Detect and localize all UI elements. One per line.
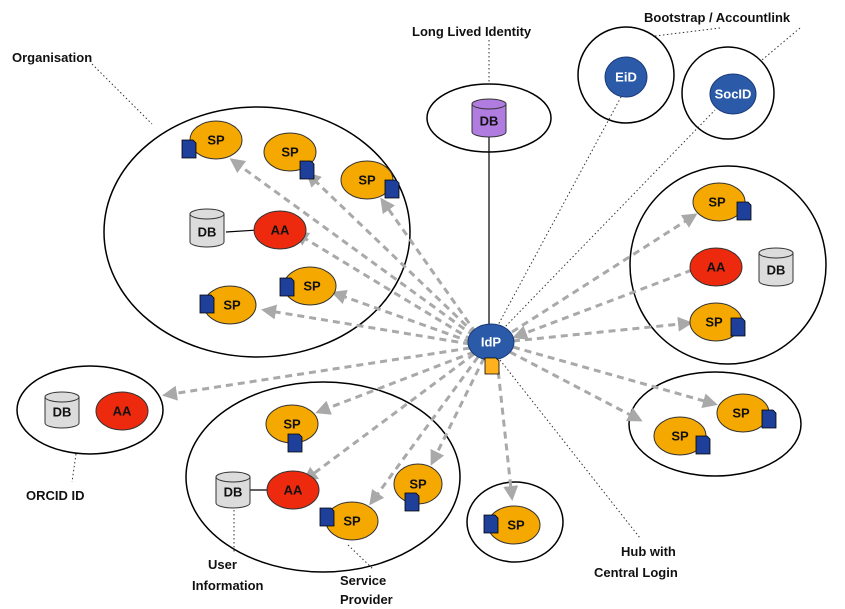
label-organisation: Organisation — [12, 50, 92, 65]
user-db: DB — [215, 471, 251, 509]
sp-label: SP — [343, 514, 361, 529]
right-sp-1: SP — [692, 182, 752, 222]
socid-group — [681, 46, 775, 140]
db-label: DB — [480, 114, 499, 129]
org-db-aa-link — [225, 229, 259, 233]
document-icon — [319, 507, 335, 527]
user-aa: AA — [266, 470, 320, 510]
user-group — [185, 381, 461, 573]
sp-label: SP — [281, 145, 299, 160]
db-label: DB — [767, 263, 786, 278]
br-sp-1: SP — [716, 393, 777, 433]
idp-label: IdP — [481, 335, 502, 350]
label-long-lived-identity: Long Lived Identity — [412, 24, 532, 39]
eid-label: EiD — [615, 70, 637, 85]
aa-label: AA — [284, 483, 303, 498]
sp-label: SP — [223, 298, 241, 313]
label-service-1: Service — [340, 573, 386, 588]
right-aa: AA — [689, 247, 743, 287]
sp-label: SP — [358, 173, 376, 188]
org-sp-4: SP — [279, 266, 337, 306]
right-db: DB — [758, 247, 794, 287]
document-icon — [287, 433, 303, 453]
orcid-db: DB — [44, 391, 80, 429]
sp-label: SP — [705, 315, 723, 330]
identity-db: DB — [471, 98, 507, 138]
leader-lines — [71, 27, 801, 571]
org-sp-5: SP — [199, 285, 257, 325]
sp-label: SP — [708, 195, 726, 210]
sp-label: SP — [283, 417, 301, 432]
label-bootstrap: Bootstrap / Accountlink — [644, 10, 791, 25]
document-icon — [299, 160, 315, 180]
right-group — [629, 165, 827, 365]
orcid-group — [16, 365, 164, 455]
document-icon — [484, 357, 500, 375]
aa-label: AA — [707, 260, 726, 275]
aa-label: AA — [113, 404, 132, 419]
org-sp-3: SP — [340, 160, 400, 200]
db-label: DB — [53, 405, 72, 420]
organisation-group — [103, 106, 411, 358]
br-sp-2: SP — [653, 416, 711, 456]
document-icon — [695, 435, 711, 455]
label-user-1: User — [208, 557, 237, 572]
eid-node: EiD — [604, 56, 648, 98]
user-sp-3: SP — [393, 463, 443, 512]
socid-label: SocID — [715, 87, 752, 102]
sp-label: SP — [303, 279, 321, 294]
document-icon — [761, 409, 777, 429]
user-sp-1: SP — [265, 404, 319, 453]
orcid-aa: AA — [95, 391, 149, 431]
document-icon — [736, 201, 752, 221]
document-icon — [404, 492, 420, 512]
sp-label: SP — [409, 477, 427, 492]
right-sp-2: SP — [689, 302, 746, 342]
idp-arrows — [162, 158, 718, 506]
document-icon — [730, 317, 746, 337]
sp-label: SP — [507, 518, 525, 533]
db-label: DB — [224, 485, 243, 500]
document-icon — [483, 514, 499, 534]
document-icon — [199, 294, 215, 314]
label-hub-2: Central Login — [594, 565, 678, 580]
db-label: DB — [198, 225, 217, 240]
org-aa: AA — [253, 210, 307, 250]
sp-label: SP — [732, 406, 750, 421]
hub-sp-group — [466, 481, 564, 563]
document-icon — [384, 179, 400, 199]
aa-label: AA — [271, 223, 290, 238]
bottom-right-group — [628, 371, 802, 477]
label-orcid: ORCID ID — [26, 488, 85, 503]
sp-label: SP — [207, 133, 225, 148]
eid-group — [577, 26, 675, 124]
label-hub-1: Hub with — [621, 544, 676, 559]
idp-node: IdP — [467, 323, 515, 375]
label-service-2: Provider — [340, 592, 393, 607]
user-sp-2: SP — [319, 501, 379, 541]
org-sp-1: SP — [181, 120, 243, 160]
document-icon — [279, 277, 295, 297]
sp-label: SP — [671, 429, 689, 444]
label-user-2: Information — [192, 578, 264, 593]
org-db: DB — [189, 208, 225, 248]
document-icon — [181, 139, 197, 159]
socid-node: SocID — [709, 73, 757, 115]
hub-sp: SP — [483, 505, 541, 545]
org-sp-2: SP — [263, 132, 317, 180]
